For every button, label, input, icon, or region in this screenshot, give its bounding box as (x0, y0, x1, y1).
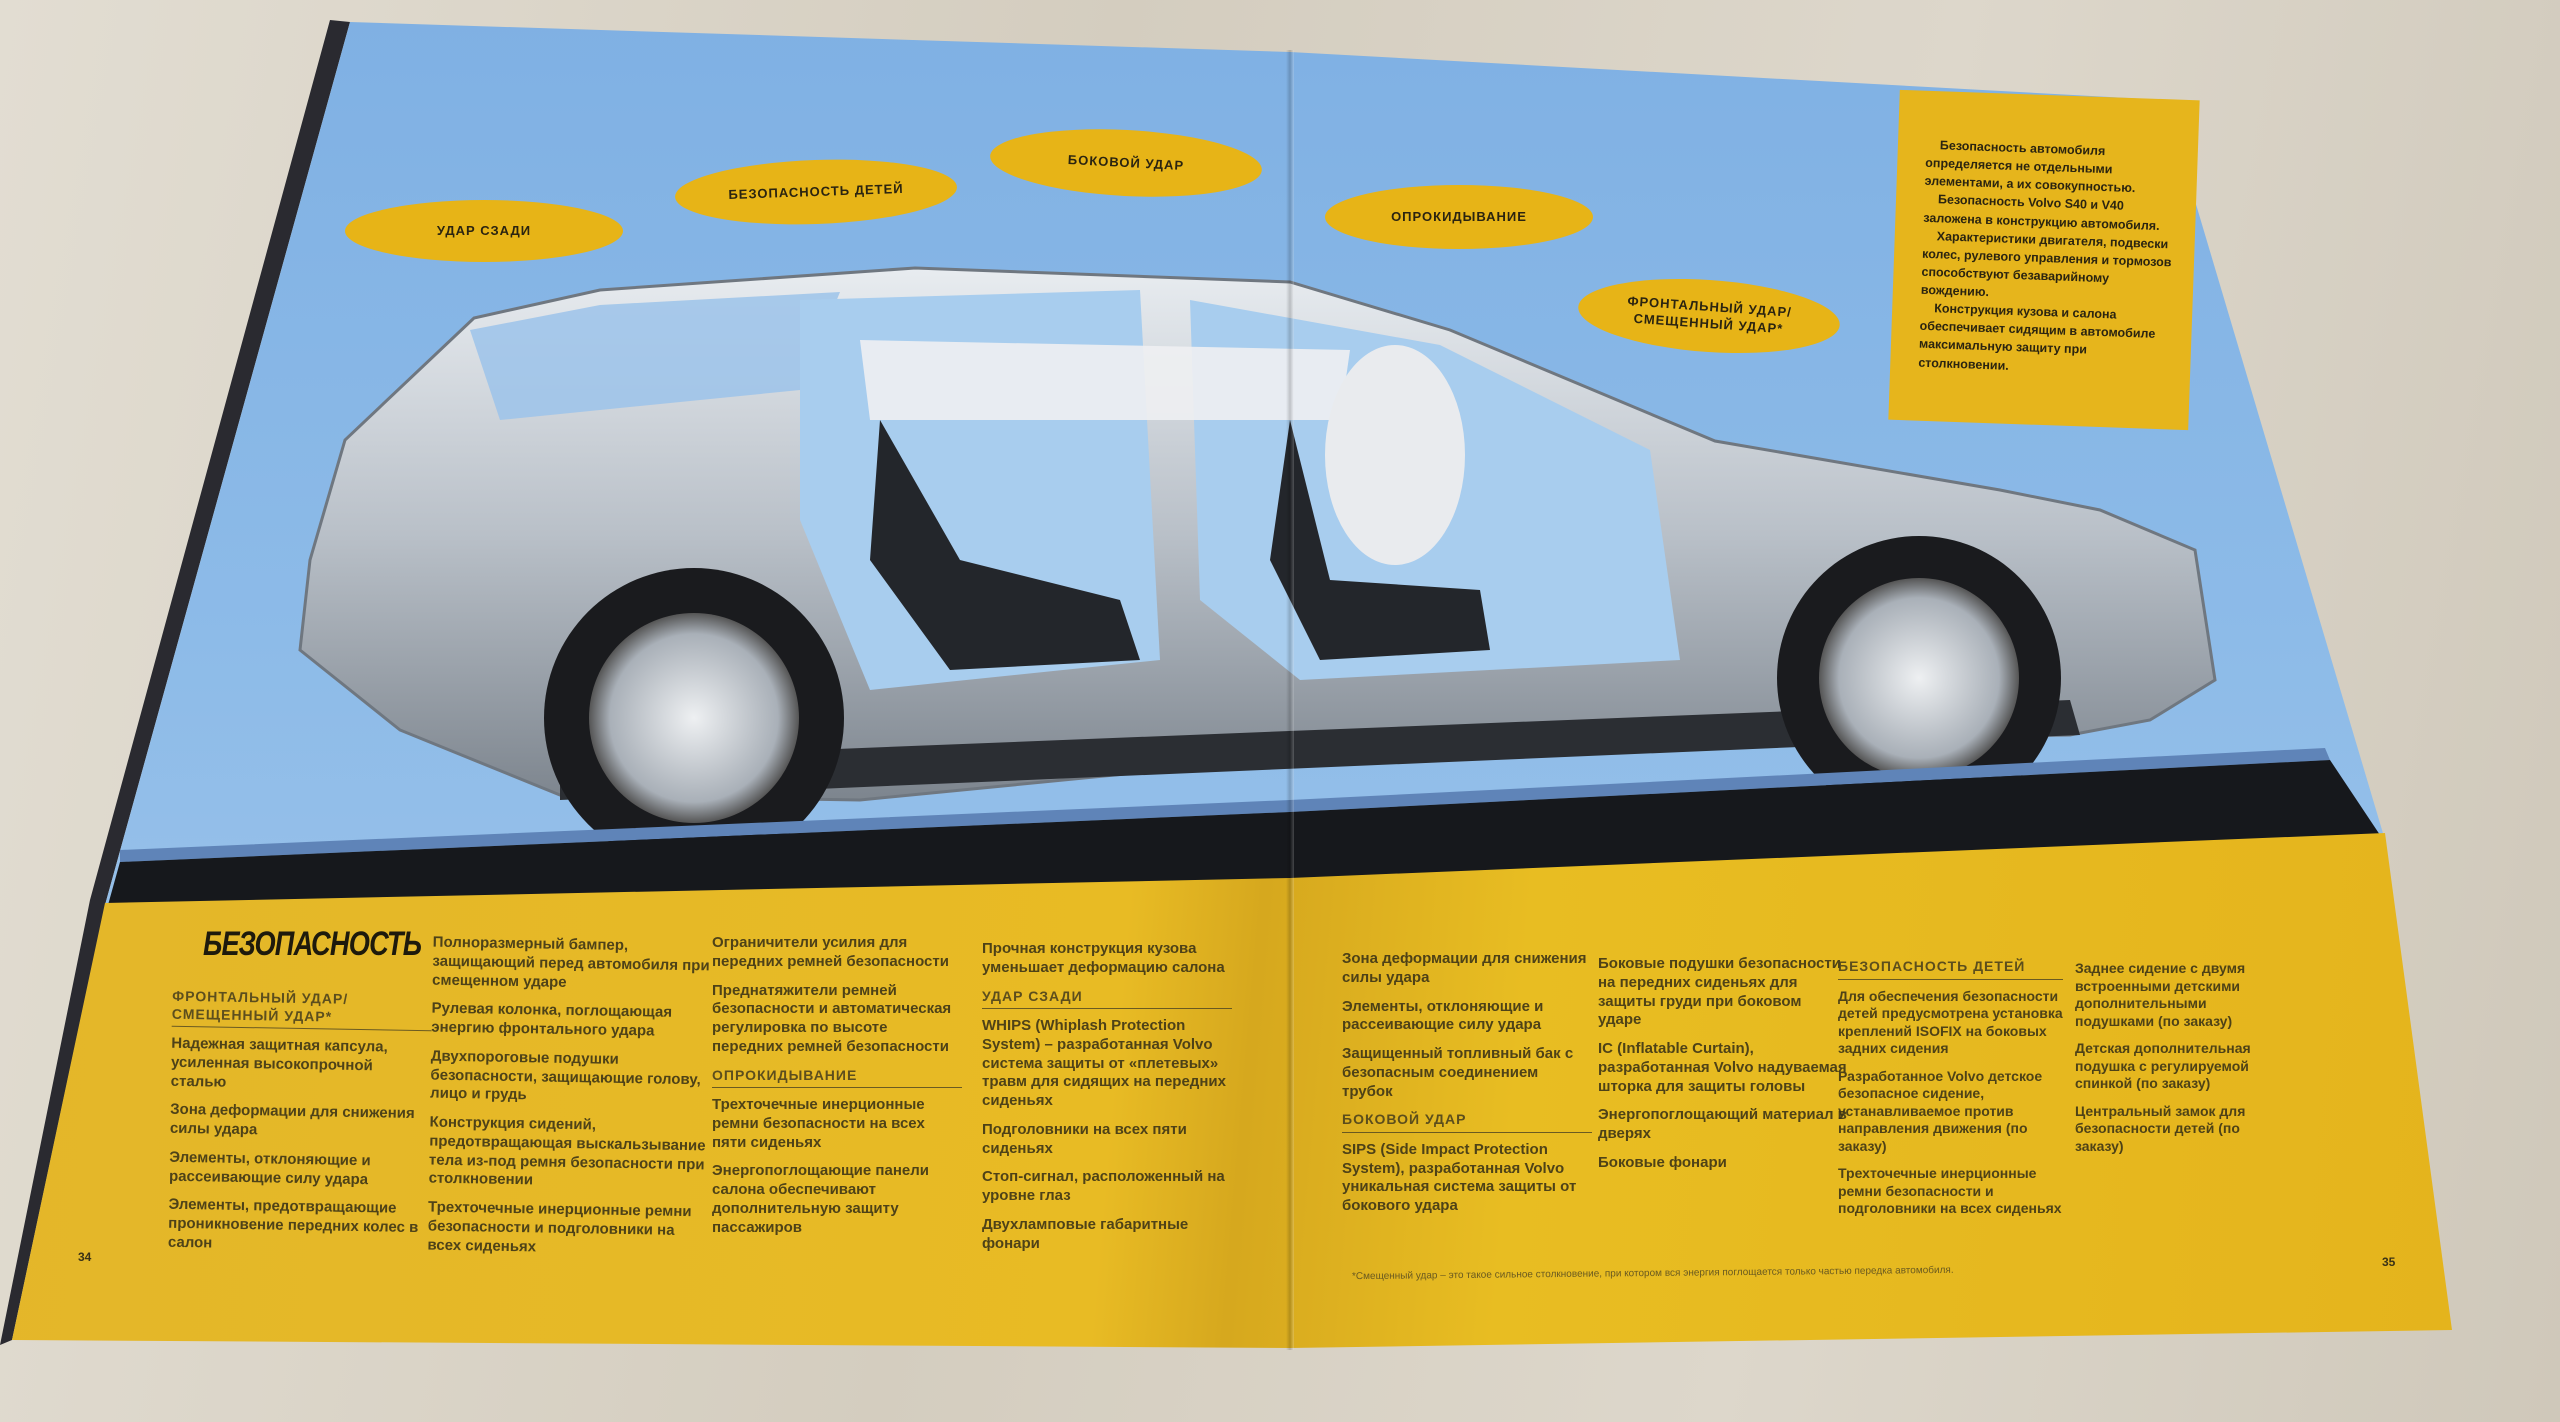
subheading: ФРОНТАЛЬНЫЙ УДАР/СМЕЩЕННЫЙ УДАР* (171, 987, 433, 1032)
label-text: БЕЗОПАСНОСТЬ ДЕТЕЙ (728, 180, 904, 202)
feature-item: Прочная конструкция кузова уменьшает деф… (982, 940, 1225, 976)
feature-item: Стоп-сигнал, расположенный на уровне гла… (982, 1168, 1225, 1204)
text-column-rear: Прочная конструкция кузова уменьшает деф… (982, 940, 1232, 1263)
feature-item: SIPS (Side Impact Protection System), ра… (1342, 1140, 1577, 1214)
subheading: УДАР СЗАДИ (982, 988, 1232, 1009)
text-column-6: Боковые подушки безопасности на передних… (1598, 955, 1848, 1183)
intro-text-box: Безопасность автомобиля определяется не … (1888, 89, 2200, 431)
feature-item: Элементы, отклоняющие и рассеивающие сил… (1342, 997, 1544, 1034)
feature-item: Преднатяжители ремней безопасности и авт… (712, 981, 952, 1055)
feature-item: Полноразмерный бампер, защищающий перед … (431, 933, 710, 991)
page-number-left: 34 (78, 1250, 92, 1264)
feature-item: Для обеспечения безопасности детей преду… (1838, 987, 2063, 1057)
feature-item: Конструкция сидений, предотвращающая выс… (428, 1113, 706, 1189)
subheading: ОПРОКИДЫВАНИЕ (712, 1067, 962, 1088)
feature-item: Элементы, отклоняющие и рассеивающие сил… (168, 1148, 371, 1188)
section-title: БЕЗОПАСНОСТЬ (203, 925, 422, 963)
feature-item: Зона деформации для снижения силы удара (169, 1100, 415, 1139)
feature-item: Детская дополнительная подушка с регулир… (2075, 1040, 2251, 1091)
feature-item: Заднее сидение с двумя встроенными детск… (2075, 960, 2246, 1029)
feature-item: Трехточечные инерционные ремни безопасно… (712, 1096, 925, 1151)
feature-item: IC (Inflatable Curtain), разработанная V… (1598, 1040, 1847, 1095)
intro-paragraph: Безопасность автомобиля определяется не … (1924, 138, 2136, 196)
subheading: БОКОВОЙ УДАР (1342, 1111, 1592, 1133)
subheading: БЕЗОПАСНОСТЬ ДЕТЕЙ (1838, 958, 2063, 980)
text-column-3: Ограничители усилия для передних ремней … (712, 934, 962, 1247)
feature-item: Энергопоглощающий материал в дверях (1598, 1106, 1847, 1142)
feature-item: Трехточечные инерционные ремни безопасно… (427, 1198, 692, 1255)
feature-item: Разработанное Volvo детское безопасное с… (1838, 1067, 2043, 1154)
label-text: УДАР СЗАДИ (436, 222, 532, 238)
seats (870, 420, 1490, 670)
page-number-right: 35 (2382, 1255, 2396, 1269)
rear-window (470, 292, 840, 420)
text-column-frontal: ФРОНТАЛЬНЫЙ УДАР/СМЕЩЕННЫЙ УДАР* Надежна… (168, 980, 433, 1267)
label-text: ОПРОКИДЫВАНИЕ (1391, 208, 1527, 224)
label-rollover: ОПРОКИДЫВАНИЕ (1325, 185, 1593, 249)
intro-paragraph: Конструкция кузова и салона обеспечивает… (1918, 301, 2156, 373)
text-column-2: Полноразмерный бампер, защищающий перед … (427, 934, 713, 1270)
text-column-side: Зона деформации для снижения силы удара … (1342, 950, 1592, 1226)
feature-item: Энергопоглощающие панели салона обеспечи… (712, 1162, 929, 1236)
feature-item: Надежная защитная капсула, усиленная выс… (170, 1034, 388, 1091)
feature-item: Подголовники на всех пяти сиденьях (982, 1120, 1187, 1157)
feature-item: Рулевая колонка, поглощающая энергию фро… (431, 999, 673, 1040)
feature-item: Двухламповые габаритные фонари (982, 1215, 1189, 1252)
curtain-airbag (860, 340, 1350, 420)
feature-item: Ограничители усилия для передних ремней … (712, 934, 949, 970)
feature-item: Центральный замок для безопасности детей… (2075, 1102, 2246, 1154)
feature-item: Двухпороговые подушки безопасности, защи… (429, 1047, 701, 1104)
feature-item: Боковые подушки безопасности на передних… (1598, 955, 1841, 1029)
front-airbag (1325, 345, 1465, 565)
label-rear-impact: УДАР СЗАДИ (345, 200, 623, 262)
feature-item: Трехточечные инерционные ремни безопасно… (1838, 1165, 2062, 1216)
rear-wheel-rim (589, 613, 799, 823)
feature-item: Боковые фонари (1598, 1153, 1727, 1171)
label-text: ФРОНТАЛЬНЫЙ УДАР/СМЕЩЕННЫЙ УДАР* (1626, 293, 1793, 337)
car-underbody (560, 700, 2080, 800)
feature-item: WHIPS (Whiplash Protection System) – раз… (982, 1017, 1226, 1109)
text-column-child: БЕЗОПАСНОСТЬ ДЕТЕЙ Для обеспечения безоп… (1838, 950, 2063, 1228)
front-wheel-rim (1819, 578, 2019, 778)
text-column-8: Заднее сидение с двумя встроенными детск… (2075, 960, 2285, 1165)
feature-item: Зона деформации для снижения силы удара (1342, 950, 1587, 986)
feature-item: Защищенный топливный бак с безопасным со… (1342, 1045, 1574, 1100)
feature-item: Элементы, предотвращающие проникновение … (167, 1195, 419, 1252)
page-gutter (1286, 50, 1294, 1350)
label-text: БОКОВОЙ УДАР (1067, 151, 1185, 173)
intro-paragraph: Характеристики двигателя, подвески колес… (1920, 228, 2172, 300)
